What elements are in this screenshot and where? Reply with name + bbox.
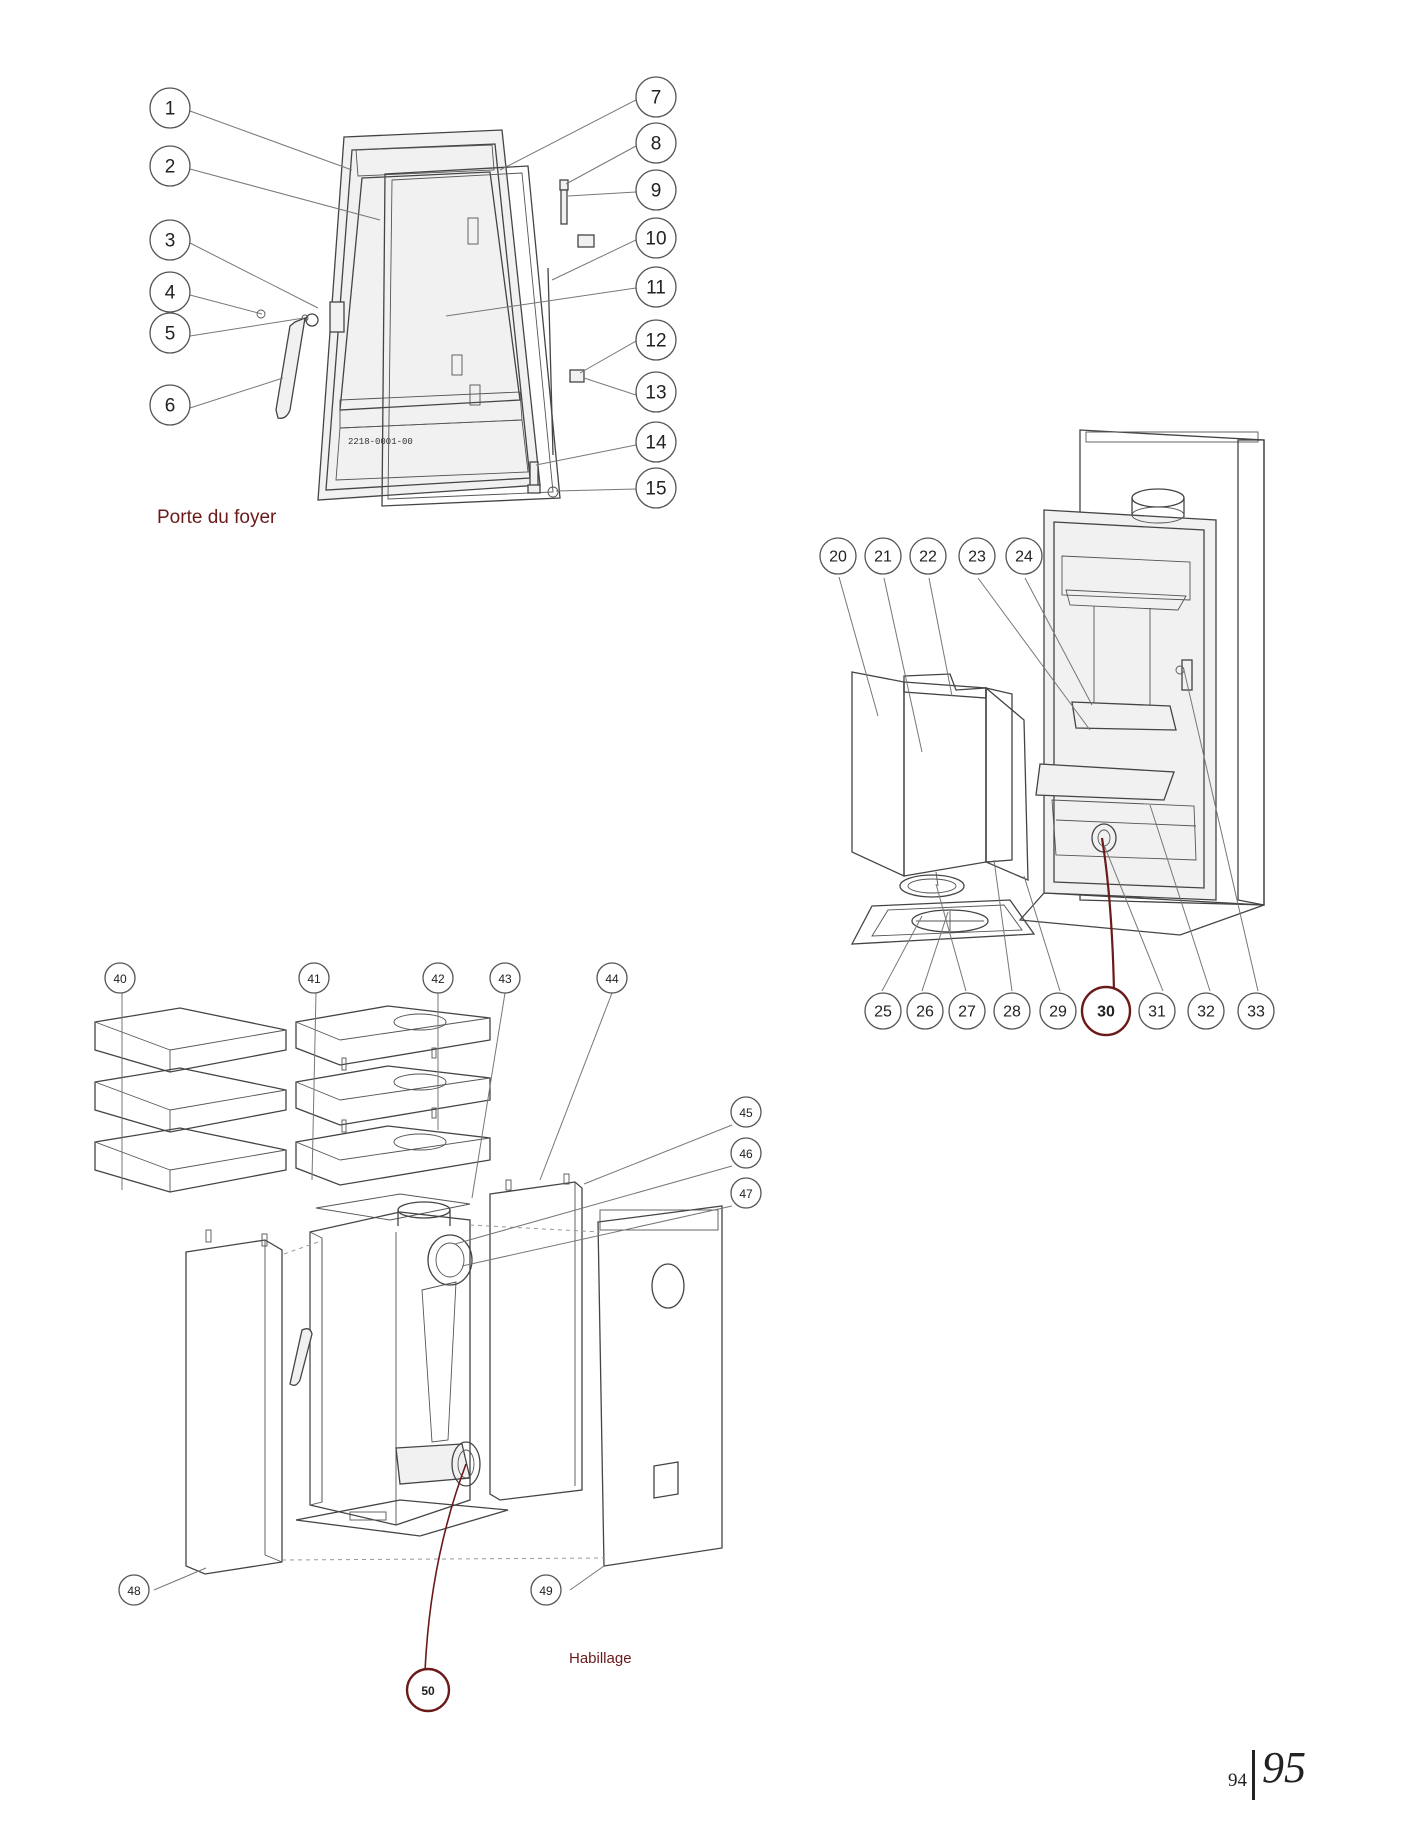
page-number-right: 95: [1262, 1743, 1306, 1792]
callout-23: 23: [958, 537, 996, 575]
callout-31: 31: [1138, 992, 1176, 1030]
callout-label: 42: [431, 972, 445, 986]
callout-label: 32: [1197, 1004, 1215, 1021]
callout-label: 46: [739, 1147, 753, 1161]
callout-1: 1: [149, 87, 191, 129]
callout-9: 9: [635, 169, 677, 211]
callout-label: 33: [1247, 1004, 1265, 1021]
callout-20: 20: [819, 537, 857, 575]
callout-4: 4: [149, 271, 191, 313]
callout-label: 12: [645, 331, 666, 352]
callout-42: 42: [422, 962, 454, 994]
callout-label: 29: [1049, 1004, 1067, 1021]
casing-assembly-drawing: [94, 1005, 723, 1575]
callout-label: 30: [1097, 1004, 1115, 1021]
callout-26: 26: [906, 992, 944, 1030]
callout-label: 3: [165, 231, 176, 252]
callout-label: 40: [113, 972, 127, 986]
callout-label: 47: [739, 1187, 753, 1201]
callout-label: 25: [874, 1004, 892, 1021]
callout-label: 26: [916, 1004, 934, 1021]
callout-44: 44: [596, 962, 628, 994]
svg-text:2218-0001-00: 2218-0001-00: [348, 437, 413, 447]
callout-33: 33: [1237, 992, 1275, 1030]
callout-11: 11: [635, 266, 677, 308]
callout-label: 49: [539, 1584, 553, 1598]
callout-5: 5: [149, 312, 191, 354]
callout-label: 28: [1003, 1004, 1021, 1021]
callout-label: 44: [605, 972, 619, 986]
callout-50: 50: [405, 1667, 451, 1713]
callout-label: 5: [165, 324, 176, 345]
callout-28: 28: [993, 992, 1031, 1030]
callout-40: 40: [104, 962, 136, 994]
callout-label: 20: [829, 549, 847, 566]
callout-6: 6: [149, 384, 191, 426]
door-caption: Porte du foyer: [157, 507, 277, 528]
callout-label: 45: [739, 1106, 753, 1120]
callout-14: 14: [635, 421, 677, 463]
callout-30: 30: [1080, 985, 1132, 1037]
door-assembly-drawing: 2218-0001-00: [256, 129, 595, 507]
callout-27: 27: [948, 992, 986, 1030]
callout-label: 8: [651, 134, 662, 155]
page-number-separator: [1252, 1750, 1255, 1800]
callout-48: 48: [118, 1574, 150, 1606]
callout-label: 1: [165, 99, 176, 120]
callout-label: 13: [645, 383, 666, 404]
callout-45: 45: [730, 1096, 762, 1128]
habillage-caption: Habillage: [569, 1650, 632, 1667]
callout-label: 4: [165, 283, 176, 304]
callout-32: 32: [1187, 992, 1225, 1030]
callout-label: 14: [645, 433, 667, 454]
callout-label: 22: [919, 549, 937, 566]
callout-43: 43: [489, 962, 521, 994]
callout-21: 21: [864, 537, 902, 575]
callout-2: 2: [149, 145, 191, 187]
callout-label: 23: [968, 549, 986, 566]
callout-13: 13: [635, 371, 677, 413]
callout-label: 31: [1148, 1004, 1166, 1021]
callout-3: 3: [149, 219, 191, 261]
page-number-left: 94: [1228, 1770, 1247, 1791]
callout-label: 43: [498, 972, 512, 986]
callout-47: 47: [730, 1177, 762, 1209]
callout-24: 24: [1005, 537, 1043, 575]
callout-29: 29: [1039, 992, 1077, 1030]
callout-12: 12: [635, 319, 677, 361]
callout-label: 15: [645, 479, 666, 500]
callout-label: 21: [874, 549, 892, 566]
callout-label: 2: [165, 157, 176, 178]
callout-22: 22: [909, 537, 947, 575]
callout-label: 24: [1015, 549, 1033, 566]
firebox-assembly-drawing: [850, 429, 1265, 945]
callout-label: 7: [651, 88, 662, 109]
door-leaders: [189, 99, 637, 492]
callout-8: 8: [635, 122, 677, 164]
callout-label: 10: [645, 229, 666, 250]
callout-label: 27: [958, 1004, 976, 1021]
callout-label: 50: [421, 1684, 435, 1698]
callout-label: 41: [307, 972, 321, 986]
callout-15: 15: [635, 467, 677, 509]
casing-leaders: [121, 992, 733, 1673]
callout-46: 46: [730, 1137, 762, 1169]
callout-25: 25: [864, 992, 902, 1030]
callout-label: 9: [651, 181, 662, 202]
callout-label: 48: [127, 1584, 141, 1598]
callout-label: 6: [165, 396, 176, 417]
callout-7: 7: [635, 76, 677, 118]
callout-10: 10: [635, 217, 677, 259]
callout-41: 41: [298, 962, 330, 994]
callout-label: 11: [646, 278, 666, 299]
firebox-leaders: [838, 576, 1259, 992]
callout-49: 49: [530, 1574, 562, 1606]
